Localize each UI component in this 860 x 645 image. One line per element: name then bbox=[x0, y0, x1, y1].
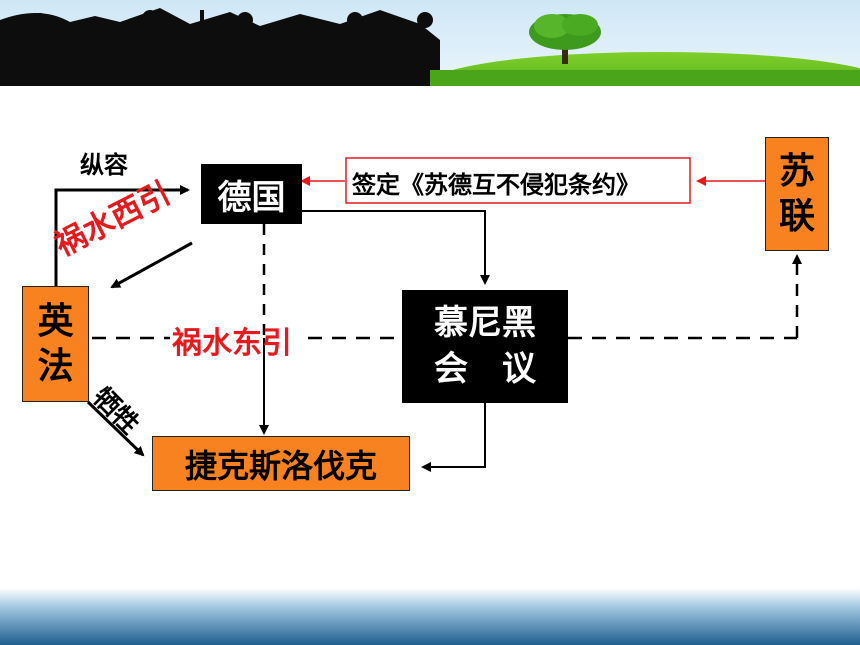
treaty-label: 签定《苏德互不侵犯条约》 bbox=[352, 171, 640, 199]
munich-label-line2: 会 议 bbox=[434, 348, 536, 389]
czech-label: 捷克斯洛伐克 bbox=[184, 446, 377, 485]
node-germany: 德国 bbox=[201, 164, 302, 224]
grass-hill bbox=[430, 52, 860, 86]
node-soviet: 苏 联 bbox=[765, 137, 829, 251]
footer-water bbox=[0, 588, 860, 645]
node-britain-france: 英 法 bbox=[22, 286, 89, 402]
germany-to-munich-arrow bbox=[300, 210, 490, 285]
connive-label: 纵容 bbox=[80, 151, 128, 179]
munich-to-czech-arrow bbox=[421, 403, 486, 472]
treaty-box-border bbox=[345, 157, 691, 204]
node-czechoslovakia: 捷克斯洛伐克 bbox=[152, 436, 410, 491]
britain-france-label-line1: 英 bbox=[37, 301, 74, 342]
header-banner bbox=[0, 0, 860, 86]
east-disaster-label: 祸水东引 bbox=[172, 326, 292, 361]
sacrifice-arrow bbox=[86, 400, 145, 457]
soldier-silhouettes bbox=[0, 8, 445, 86]
britain-france-label-line2: 法 bbox=[37, 346, 74, 387]
soviet-label-line1: 苏 bbox=[778, 151, 815, 192]
tree-icon bbox=[529, 14, 601, 64]
connive-arrow bbox=[54, 185, 190, 286]
germany-label: 德国 bbox=[217, 177, 286, 218]
west-disaster-arrow bbox=[110, 241, 193, 289]
munich-label-line1: 慕尼黑 bbox=[434, 302, 536, 343]
node-munich-conference: 慕尼黑 会 议 bbox=[402, 290, 568, 403]
soviet-label-line2: 联 bbox=[778, 196, 815, 237]
